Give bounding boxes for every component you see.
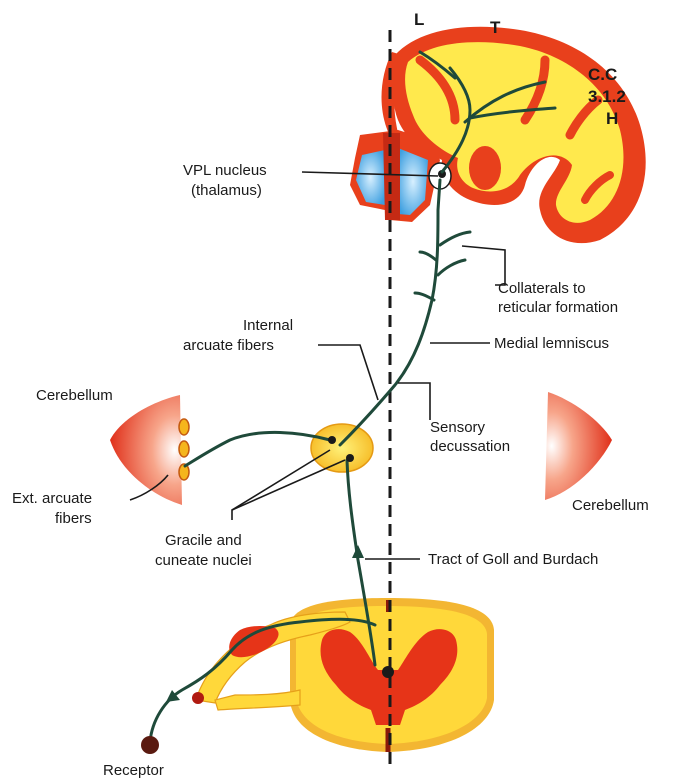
receptor-body xyxy=(141,736,159,754)
gracile-cuneate-label-line2: cuneate nuclei xyxy=(155,552,252,569)
nucleus-synapse-dot-2 xyxy=(328,436,336,444)
vpl-label-line2: (thalamus) xyxy=(191,182,262,199)
cerebellum-right-shape xyxy=(545,392,612,500)
leader-sensory-decussation xyxy=(398,383,430,420)
internal-arcuate-label-line1: Internal xyxy=(243,317,293,334)
sensory-decussation-label-line1: Sensory xyxy=(430,419,486,436)
central-canal xyxy=(382,666,394,678)
nucleus-synapse-dot xyxy=(346,454,354,462)
ext-arcuate-label-line1: Ext. arcuate xyxy=(12,490,92,507)
olive-oval-1 xyxy=(179,419,189,435)
internal-arcuate-label-line2: arcuate fibers xyxy=(183,337,274,354)
goll-burdach-label: Tract of Goll and Burdach xyxy=(428,551,598,568)
dorsal-root-ganglion xyxy=(229,626,278,657)
spinal-cord xyxy=(192,598,494,752)
collaterals-label-line1: Collaterals to xyxy=(498,280,586,297)
cerebellum-right-label: Cerebellum xyxy=(572,497,649,514)
cortex-label-t: T xyxy=(490,18,501,37)
leader-gracile-2 xyxy=(232,460,345,510)
cortex-label-area: 3.1.2 xyxy=(588,87,626,106)
collateral-branch-2 xyxy=(420,252,436,260)
gracile-cuneate-nuclei-shape xyxy=(311,424,373,472)
vpl-label-line1: VPL nucleus xyxy=(183,162,267,179)
ext-arcuate-label-line2: fibers xyxy=(55,510,92,527)
gyrus-red-patch xyxy=(469,146,501,190)
cerebellum-left-label: Cerebellum xyxy=(36,387,113,404)
collaterals-label-line2: reticular formation xyxy=(498,299,618,316)
receptor-label: Receptor xyxy=(103,762,164,779)
gracile-cuneate-label-line1: Gracile and xyxy=(165,532,242,549)
collateral-branch-4 xyxy=(440,232,470,245)
leader-lines xyxy=(130,172,505,559)
sensory-decussation-label-line2: decussation xyxy=(430,438,510,455)
olive-oval-2 xyxy=(179,441,189,457)
external-arcuate-fiber xyxy=(185,432,330,466)
collateral-branch-1 xyxy=(438,260,465,275)
cortex-label-l: L xyxy=(414,10,424,29)
spinal-nerve-junction xyxy=(192,692,204,704)
cortex-label-h: H xyxy=(606,109,618,128)
leader-internal-arcuate xyxy=(318,345,378,400)
cortex-label-cc: C.C xyxy=(588,65,617,84)
ascending-arrow xyxy=(352,545,364,558)
medial-lemniscus-label: Medial lemniscus xyxy=(494,335,609,352)
cerebellum-left-shape xyxy=(110,395,182,505)
ventral-root xyxy=(215,690,300,710)
